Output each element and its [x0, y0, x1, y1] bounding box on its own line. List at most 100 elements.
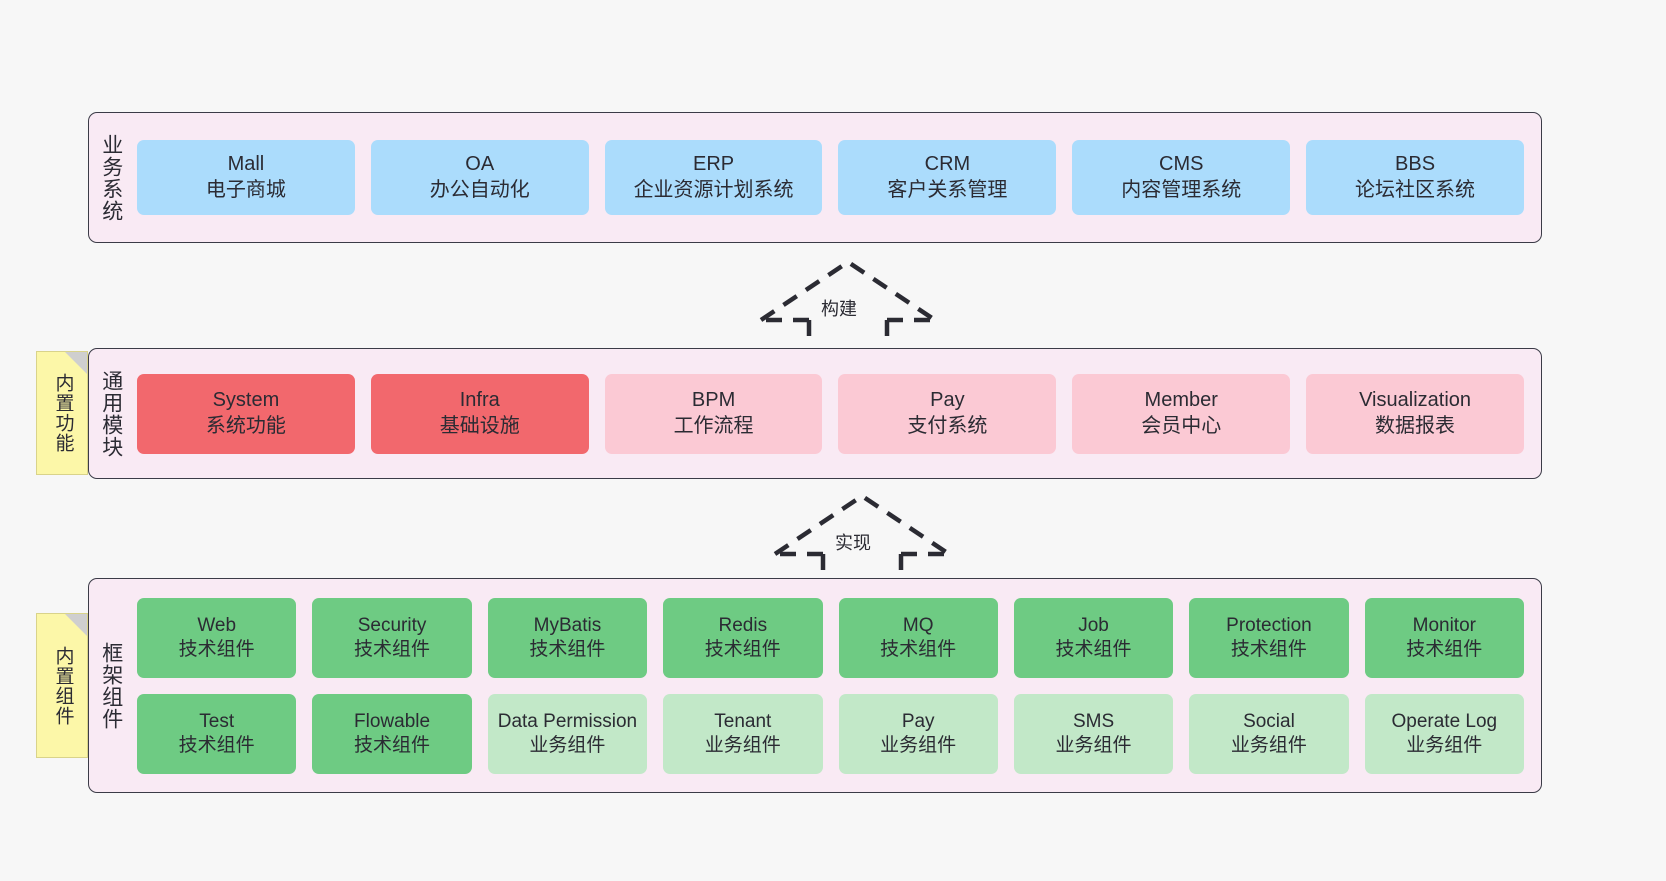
- layer-body-common: System 系统功能 Infra 基础设施 BPM 工作流程 Pay 支付系统…: [133, 349, 1541, 478]
- node-tenant-en: Tenant: [714, 710, 772, 732]
- node-data-permission[interactable]: Data Permission 业务组件: [487, 693, 648, 774]
- node-social-cn: 业务组件: [1230, 734, 1307, 756]
- node-security-en: Security: [357, 614, 427, 636]
- node-pay-module-cn: 支付系统: [907, 414, 988, 437]
- node-bbs-cn: 论坛社区系统: [1355, 178, 1476, 201]
- node-redis[interactable]: Redis 技术组件: [663, 597, 823, 678]
- node-mall[interactable]: Mall 电子商城: [137, 140, 355, 215]
- arrow-implement-head: [773, 493, 951, 556]
- node-bpm-en: BPM: [691, 389, 736, 412]
- node-job-cn: 技术组件: [1055, 638, 1132, 660]
- layer-business-systems: 业务系统 Mall 电子商城 OA 办公自动化 ERP 企业资源计划系统 CRM…: [88, 112, 1542, 243]
- node-erp-cn: 企业资源计划系统: [633, 178, 794, 201]
- node-mall-en: Mall: [227, 153, 265, 176]
- node-member[interactable]: Member 会员中心: [1072, 373, 1291, 454]
- node-social-en: Social: [1243, 710, 1295, 732]
- node-social[interactable]: Social 业务组件: [1189, 693, 1349, 774]
- node-test-en: Test: [199, 710, 235, 732]
- note-builtin-components: 内置组件: [36, 613, 88, 758]
- node-bpm[interactable]: BPM 工作流程: [604, 373, 823, 454]
- node-infra-cn: 基础设施: [439, 414, 520, 437]
- node-monitor-cn: 技术组件: [1406, 638, 1483, 660]
- node-security[interactable]: Security 技术组件: [312, 597, 472, 678]
- node-visualization[interactable]: Visualization 数据报表: [1306, 373, 1524, 454]
- node-protection[interactable]: Protection 技术组件: [1189, 597, 1349, 678]
- arrow-build-head: [759, 259, 937, 322]
- business-row: Mall 电子商城 OA 办公自动化 ERP 企业资源计划系统 CRM 客户关系…: [137, 140, 1524, 215]
- node-pay-module[interactable]: Pay 支付系统: [838, 373, 1057, 454]
- node-monitor-en: Monitor: [1412, 614, 1476, 636]
- node-monitor[interactable]: Monitor 技术组件: [1364, 597, 1524, 678]
- node-member-en: Member: [1144, 389, 1218, 412]
- node-mybatis-en: MyBatis: [533, 614, 602, 636]
- node-redis-cn: 技术组件: [704, 638, 781, 660]
- layer-title-business: 业务系统: [99, 133, 123, 222]
- node-oa-en: OA: [465, 153, 495, 176]
- layer-body-framework: Web 技术组件 Security 技术组件 MyBatis 技术组件 Redi…: [133, 579, 1541, 792]
- note-builtin-features-label: 内置功能: [52, 373, 74, 453]
- node-mq-en: MQ: [902, 614, 934, 636]
- node-security-cn: 技术组件: [354, 638, 431, 660]
- node-operate-log-en: Operate Log: [1391, 710, 1498, 732]
- arrow-implement: 实现: [771, 492, 953, 580]
- node-web-cn: 技术组件: [178, 638, 255, 660]
- node-redis-en: Redis: [718, 614, 768, 636]
- node-visualization-cn: 数据报表: [1375, 414, 1456, 437]
- node-erp-en: ERP: [693, 153, 735, 176]
- node-sms-cn: 业务组件: [1055, 734, 1132, 756]
- node-web-en: Web: [197, 614, 237, 636]
- node-oa[interactable]: OA 办公自动化: [370, 140, 589, 215]
- node-tenant[interactable]: Tenant 业务组件: [663, 693, 823, 774]
- node-mybatis[interactable]: MyBatis 技术组件: [487, 597, 648, 678]
- node-test[interactable]: Test 技术组件: [137, 693, 297, 774]
- note-builtin-components-label: 内置组件: [52, 645, 74, 726]
- node-cms[interactable]: CMS 内容管理系统: [1072, 140, 1291, 215]
- node-crm[interactable]: CRM 客户关系管理: [838, 140, 1057, 215]
- node-mq[interactable]: MQ 技术组件: [838, 597, 998, 678]
- node-operate-log-cn: 业务组件: [1406, 734, 1483, 756]
- layer-common-modules: 通用模块 System 系统功能 Infra 基础设施 BPM 工作流程 Pay…: [88, 348, 1542, 479]
- node-data-permission-cn: 业务组件: [529, 734, 606, 756]
- node-member-cn: 会员中心: [1141, 414, 1222, 437]
- node-mq-cn: 技术组件: [880, 638, 957, 660]
- node-pay-component-en: Pay: [901, 710, 935, 732]
- node-tenant-cn: 业务组件: [704, 734, 781, 756]
- node-visualization-en: Visualization: [1359, 389, 1472, 412]
- node-flowable-cn: 技术组件: [354, 734, 431, 756]
- note-fold-icon: [65, 614, 87, 636]
- node-crm-en: CRM: [924, 153, 971, 176]
- node-cms-en: CMS: [1159, 153, 1204, 176]
- node-crm-cn: 客户关系管理: [887, 178, 1008, 201]
- node-web[interactable]: Web 技术组件: [137, 597, 297, 678]
- layer-title-framework: 框架组件: [99, 641, 123, 730]
- node-pay-component-cn: 业务组件: [880, 734, 957, 756]
- node-bbs[interactable]: BBS 论坛社区系统: [1306, 140, 1524, 215]
- node-sms[interactable]: SMS 业务组件: [1013, 693, 1174, 774]
- layer-framework-components: 框架组件 Web 技术组件 Security 技术组件 MyBatis 技术组件…: [88, 578, 1542, 793]
- framework-row-1: Web 技术组件 Security 技术组件 MyBatis 技术组件 Redi…: [137, 597, 1524, 678]
- node-system-cn: 系统功能: [205, 414, 286, 437]
- node-mybatis-cn: 技术组件: [529, 638, 606, 660]
- node-protection-cn: 技术组件: [1230, 638, 1307, 660]
- arrow-implement-label: 实现: [835, 533, 871, 553]
- node-erp[interactable]: ERP 企业资源计划系统: [604, 140, 823, 215]
- node-bpm-cn: 工作流程: [673, 414, 754, 437]
- node-job[interactable]: Job 技术组件: [1013, 597, 1174, 678]
- node-system[interactable]: System 系统功能: [137, 373, 355, 454]
- note-builtin-features: 内置功能: [36, 351, 88, 475]
- node-test-cn: 技术组件: [178, 734, 255, 756]
- node-operate-log[interactable]: Operate Log 业务组件: [1364, 693, 1524, 774]
- node-sms-en: SMS: [1072, 710, 1115, 732]
- node-oa-cn: 办公自动化: [429, 178, 530, 201]
- node-flowable[interactable]: Flowable 技术组件: [312, 693, 472, 774]
- node-mall-cn: 电子商城: [205, 178, 286, 201]
- node-infra[interactable]: Infra 基础设施: [370, 373, 589, 454]
- node-pay-component[interactable]: Pay 业务组件: [838, 693, 998, 774]
- common-row: System 系统功能 Infra 基础设施 BPM 工作流程 Pay 支付系统…: [137, 373, 1524, 454]
- node-pay-module-en: Pay: [930, 389, 965, 412]
- layer-body-business: Mall 电子商城 OA 办公自动化 ERP 企业资源计划系统 CRM 客户关系…: [133, 113, 1541, 242]
- node-data-permission-en: Data Permission: [497, 710, 638, 732]
- node-system-en: System: [212, 389, 280, 412]
- node-flowable-en: Flowable: [354, 710, 431, 732]
